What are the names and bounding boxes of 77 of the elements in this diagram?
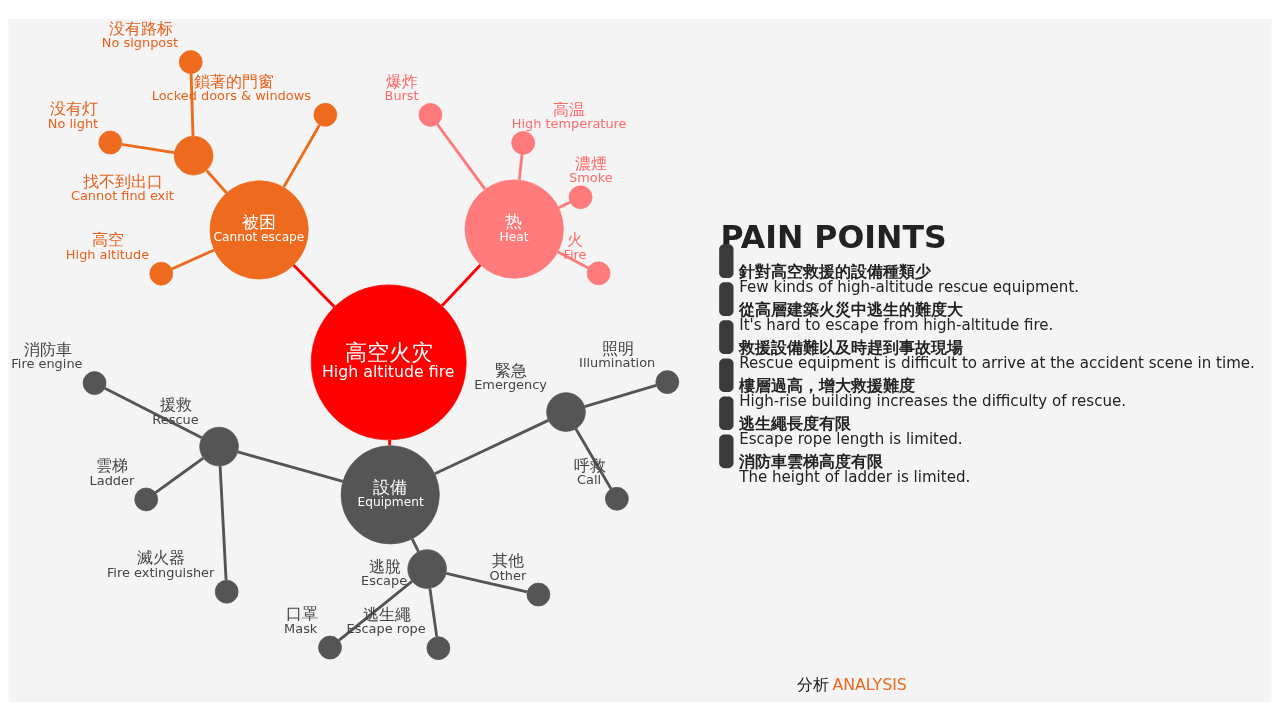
node-label: Call <box>577 471 602 487</box>
label: 樓層過高，增大救援難度 <box>739 375 916 395</box>
node-circle <box>586 260 611 285</box>
node-label: No light <box>47 115 99 131</box>
connector <box>388 439 392 445</box>
label: ANALYSIS <box>832 674 907 694</box>
node-label: 高空 <box>92 229 125 249</box>
node-circle: 設備 Equipment <box>340 444 440 544</box>
node-circle <box>426 635 451 660</box>
connector <box>517 153 524 180</box>
node-circle <box>149 261 174 286</box>
connector <box>440 263 482 307</box>
node-circle: 热 Heat <box>464 179 564 279</box>
node-label: 逃脫 <box>368 556 401 576</box>
node-circle <box>407 548 447 589</box>
connector <box>436 122 487 190</box>
node-label: 爆炸 <box>385 71 418 91</box>
node-circle <box>546 391 586 432</box>
node-label: High altitude <box>65 246 150 262</box>
node-circle <box>568 184 593 209</box>
node-label: 鎖著的門窗 <box>193 71 274 91</box>
connector <box>154 456 205 494</box>
connector <box>410 537 420 552</box>
node-label: 其他 <box>492 550 525 570</box>
node-circle <box>199 426 239 466</box>
node-label: Fire extinguisher <box>106 564 215 580</box>
node-label: 照明 <box>601 338 634 358</box>
node-label: 找不到出口 <box>83 171 164 191</box>
connector <box>557 250 590 269</box>
node-label: Fire <box>563 246 587 262</box>
connector <box>237 449 344 483</box>
connector <box>574 427 613 490</box>
connector <box>558 200 571 209</box>
connector <box>428 587 439 637</box>
label: PAIN POINTS <box>720 218 947 255</box>
connector <box>189 73 195 136</box>
node-circle: 高空火灾 High altitude fire <box>310 284 467 440</box>
connector <box>121 142 175 154</box>
node-circle <box>605 486 629 511</box>
node-label: 滅火器 <box>137 547 186 567</box>
node-circle <box>526 582 551 606</box>
node-label: 雲梯 <box>96 455 129 475</box>
connector <box>205 169 228 194</box>
connector <box>104 386 203 439</box>
node-circle <box>134 487 159 511</box>
connector <box>584 383 657 408</box>
node-circle <box>173 135 214 175</box>
label: 分析 <box>797 674 830 694</box>
connector <box>218 465 228 580</box>
node-label: Other <box>489 567 527 583</box>
node-circle: 被困 Cannot escape <box>209 179 309 279</box>
node-label: Mask <box>284 620 318 636</box>
node-circle <box>418 102 443 127</box>
node-circle <box>214 579 239 604</box>
node-label: 援救 <box>160 394 193 414</box>
node-circle <box>313 102 338 127</box>
node-label: Ladder <box>89 472 135 488</box>
node-circle <box>655 369 680 394</box>
connector <box>338 579 413 641</box>
connector <box>434 418 549 475</box>
node-circle <box>318 635 342 659</box>
node-label: 濃煙 <box>575 153 608 173</box>
node-label: 緊急 <box>494 360 527 380</box>
node-label: 消防車 <box>23 339 72 359</box>
node-label: 口罩 <box>285 603 318 623</box>
node-circle <box>98 130 123 154</box>
connector <box>445 571 528 593</box>
node-circle <box>82 370 107 395</box>
connector <box>292 263 336 308</box>
node-label: 没有路标 <box>108 18 173 38</box>
connector <box>282 123 321 188</box>
node-label: 高温 <box>553 99 586 119</box>
node-circle <box>178 49 203 74</box>
node-circle <box>511 130 535 155</box>
node-label: 火 <box>567 229 584 249</box>
node-label: 没有灯 <box>49 98 98 118</box>
connector <box>171 248 215 270</box>
